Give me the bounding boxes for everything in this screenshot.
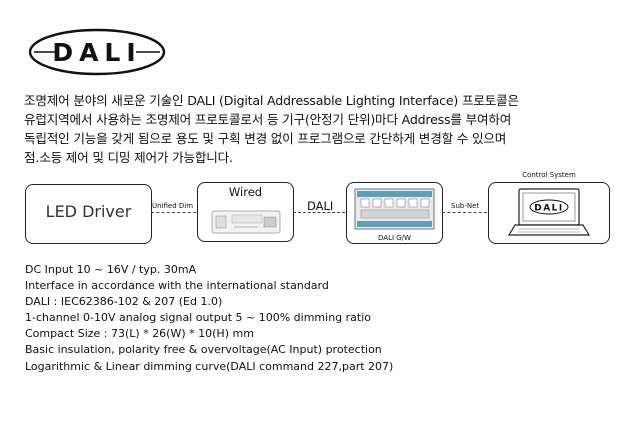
control-system-label: Control System [522,171,576,179]
spec-line: DC Input 10 ~ 16V / typ. 30mA [25,263,197,276]
led-driver-label: LED Driver [45,202,132,221]
led-driver-box: LED Driver [25,184,152,244]
unified-dim-label: Unified Dim [152,202,194,210]
control-system-box: Control System DALI [488,171,610,244]
dali-link-label: DALI [307,199,334,213]
spec-line: Basic insulation, polarity free & overvo… [25,343,382,357]
gateway-image [354,188,435,230]
sub-net-label: Sub-Net [451,202,480,210]
dali-logo-text: DALI [52,38,141,67]
wired-module-box: Wired [197,182,294,242]
screen-logo-text: DALI [534,204,564,214]
specifications-list: DC Input 10 ~ 16V / typ. 30mA Interface … [25,262,393,375]
dali-gateway-box: DALI G/W [346,182,443,244]
intro-line: 독립적인 기능을 갖게 됨으로 용도 및 구획 변경 없이 프로그램으로 간단하… [24,131,507,146]
intro-line: 조명제어 분야의 새로운 기술인 DALI (Digital Addressab… [24,93,519,108]
system-diagram: LED Driver Unified Dim Wired DALI [0,165,633,255]
intro-paragraph: 조명제어 분야의 새로운 기술인 DALI (Digital Addressab… [24,91,614,167]
spec-line: Compact Size : 73(L) * 26(W) * 10(H) mm [25,327,254,341]
unified-dim-link [151,212,196,213]
intro-line: 점.소등 제어 및 디밍 제어가 가능합니다. [24,150,233,165]
spec-line: Logarithmic & Linear dimming curve(DALI … [25,359,394,373]
sub-net-link [442,212,487,213]
intro-line: 유럽지역에서 사용하는 조명제어 프로토콜로서 등 기구(안정기 단위)마다 A… [24,112,512,127]
laptop-icon: DALI [507,188,591,236]
wired-module-image [211,210,281,234]
dali-gateway-label: DALI G/W [378,234,411,242]
spec-line: DALI : IEC62386-102 & 207 (Ed 1.0) [25,295,223,309]
spec-line: 1-channel 0-10V analog signal output 5 ~… [25,311,372,325]
dali-logo: DALI [28,28,166,76]
spec-line: Interface in accordance with the interna… [25,279,329,293]
dali-link [293,212,345,213]
wired-label: Wired [228,185,263,199]
